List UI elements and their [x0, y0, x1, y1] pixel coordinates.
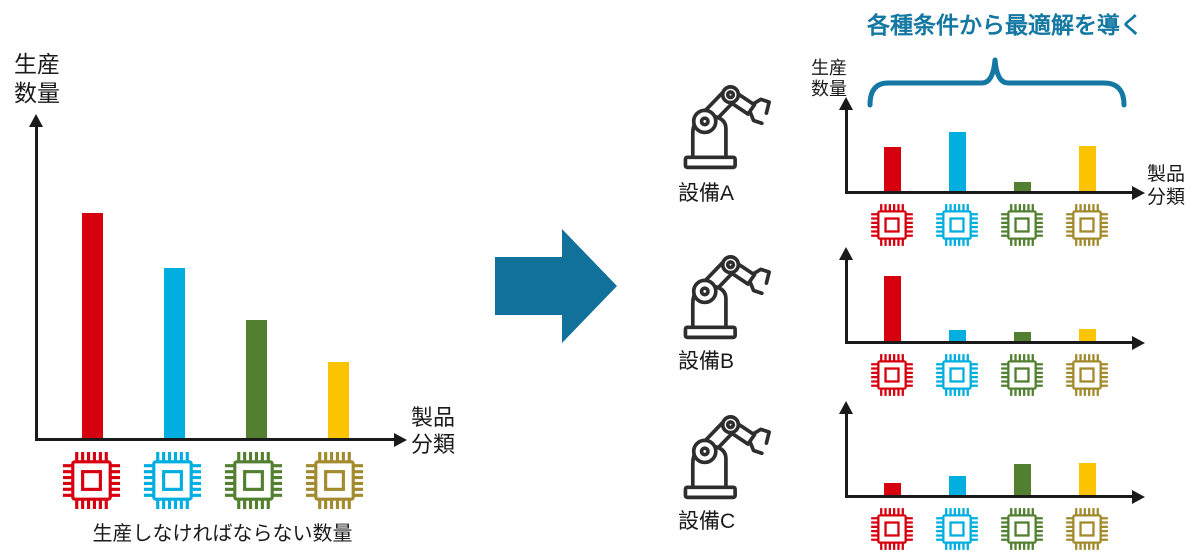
equipment-C-bar-chip-cyan — [949, 476, 966, 495]
chart-c-y-axis — [845, 413, 848, 497]
demand-bar-chip-green — [246, 320, 267, 438]
microchip-icon-chip-green — [999, 506, 1045, 552]
chart-a-product-icons — [869, 202, 1110, 248]
left-y-axis-label-line2: 数量 — [14, 80, 60, 106]
left-y-axis — [35, 126, 38, 440]
right-x-axis-label-line1: 製品 — [1147, 164, 1186, 185]
machine-c-label: 設備C — [678, 510, 736, 533]
chart-b-bars — [884, 276, 1096, 341]
microchip-icon-chip-cyan — [141, 449, 204, 512]
chart-a-x-axis-arrowhead — [1132, 186, 1145, 200]
microchip-icon-chip-gold — [1064, 506, 1110, 552]
left-x-axis-arrowhead — [394, 433, 407, 447]
transform-arrow — [495, 229, 617, 343]
microchip-icon-chip-red — [60, 449, 123, 512]
chart-c-y-axis-arrowhead — [839, 401, 853, 414]
machine-b-label: 設備B — [678, 350, 735, 373]
brace-icon — [867, 57, 1127, 108]
chart-c-product-icons — [869, 506, 1110, 552]
right-y-axis-label-line1: 生産 — [811, 58, 847, 78]
equipment-C-bar-chip-red — [884, 483, 901, 495]
microchip-icon-chip-green — [999, 352, 1045, 398]
demand-bar-chip-red — [82, 213, 103, 438]
machine-a-label: 設備A — [678, 182, 735, 205]
chart-c-bars — [884, 463, 1096, 495]
left-x-axis-label-line1: 製品 — [411, 405, 456, 430]
chart-b-x-axis-arrowhead — [1132, 336, 1145, 350]
microchip-icon-chip-green — [999, 202, 1045, 248]
left-x-axis-label-line2: 分類 — [411, 432, 456, 457]
chart-b-y-axis — [845, 259, 848, 343]
equipment-B-bar-chip-gold — [1079, 329, 1096, 341]
optimization-headline: 各種条件から最適解を導く — [867, 12, 1143, 38]
microchip-icon-chip-red — [869, 202, 915, 248]
demand-bar-chip-gold — [328, 362, 349, 438]
chart-b-product-icons — [869, 352, 1110, 398]
brace-path — [867, 57, 1127, 108]
chart-c-x-axis-arrowhead — [1132, 490, 1145, 504]
microchip-icon-chip-red — [869, 352, 915, 398]
microchip-icon-chip-gold — [1064, 202, 1110, 248]
left-x-axis-label: 製品 分類 — [411, 404, 455, 458]
transform-arrow-shape — [495, 229, 617, 343]
demand-bar-chip-cyan — [164, 268, 185, 438]
equipment-B-bar-chip-green — [1014, 332, 1031, 341]
robot-arm-icon-c — [672, 410, 778, 502]
demand-bars — [82, 213, 349, 438]
left-x-axis — [35, 438, 396, 441]
robot-arm-icon-a — [672, 80, 778, 172]
microchip-icon-chip-gold — [1064, 352, 1110, 398]
robot-arm-icon-b — [672, 250, 778, 342]
demand-caption: 生産しなければならない数量 — [92, 523, 353, 545]
equipment-C-bar-chip-gold — [1079, 463, 1096, 495]
chart-c-x-axis — [845, 495, 1135, 498]
equipment-A-bar-chip-red — [884, 147, 901, 191]
microchip-icon-chip-cyan — [934, 202, 980, 248]
microchip-icon-chip-red — [869, 506, 915, 552]
chart-a-y-axis — [845, 109, 848, 193]
right-x-axis-label: 製品 分類 — [1147, 163, 1185, 209]
equipment-B-bar-chip-red — [884, 276, 901, 341]
equipment-A-bar-chip-gold — [1079, 146, 1096, 191]
equipment-A-bar-chip-cyan — [949, 132, 966, 191]
microchip-icon-chip-green — [222, 449, 285, 512]
chart-b-y-axis-arrowhead — [839, 247, 853, 260]
right-x-axis-label-line2: 分類 — [1147, 187, 1186, 208]
microchip-icon-chip-cyan — [934, 352, 980, 398]
chart-a-y-axis-arrowhead — [839, 97, 853, 110]
demand-product-icons — [60, 449, 366, 512]
chart-b-x-axis — [845, 341, 1135, 344]
equipment-B-bar-chip-cyan — [949, 330, 966, 341]
left-y-axis-label-line1: 生産 — [14, 51, 60, 77]
chart-a-x-axis — [845, 191, 1135, 194]
right-y-axis-label: 生産 数量 — [811, 58, 847, 100]
equipment-C-bar-chip-green — [1014, 464, 1031, 495]
equipment-A-bar-chip-green — [1014, 182, 1031, 191]
chart-a-bars — [884, 132, 1096, 191]
left-y-axis-arrowhead — [29, 114, 43, 127]
microchip-icon-chip-gold — [303, 449, 366, 512]
right-y-axis-label-line2: 数量 — [811, 79, 847, 99]
microchip-icon-chip-cyan — [934, 506, 980, 552]
left-y-axis-label: 生産 数量 — [14, 50, 60, 108]
